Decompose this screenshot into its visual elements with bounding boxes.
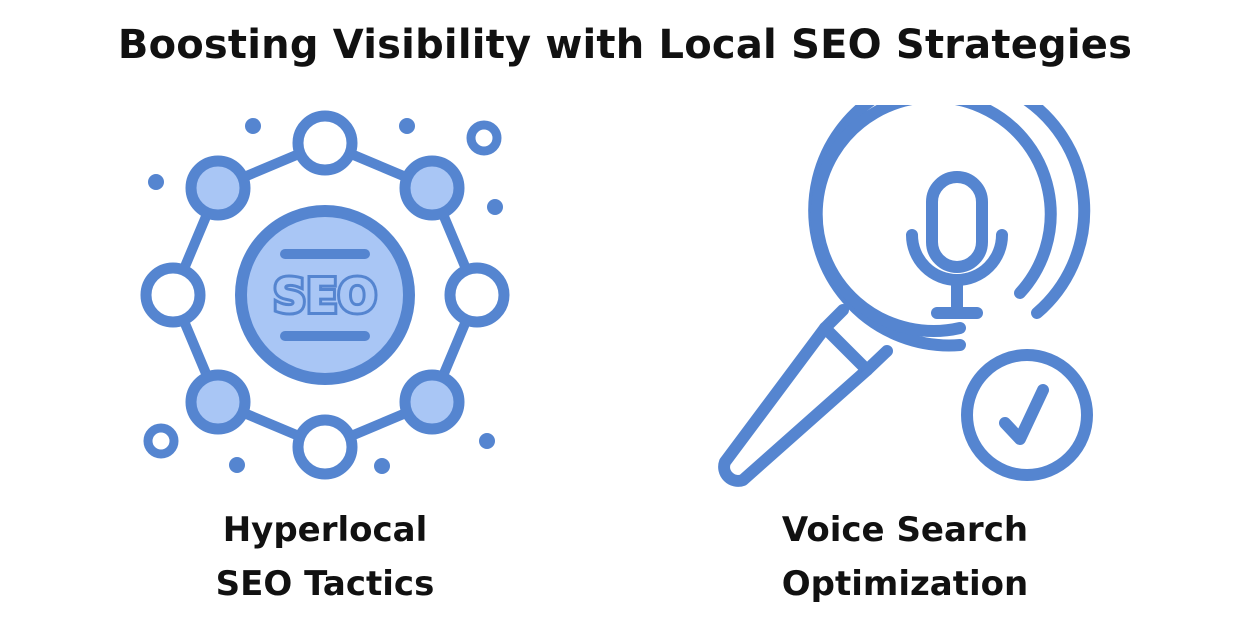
seo-network-icon: SEO <box>140 110 510 480</box>
page-title: Boosting Visibility with Local SEO Strat… <box>117 22 1133 68</box>
caption-line: Hyperlocal <box>222 510 428 550</box>
caption-hyperlocal-seo: Hyperlocal SEO Tactics <box>125 503 525 611</box>
seo-label: SEO <box>273 269 377 323</box>
caption-line: SEO Tactics <box>215 564 435 604</box>
caption-line: Optimization <box>781 564 1029 604</box>
caption-voice-search: Voice Search Optimization <box>705 503 1105 611</box>
voice-search-magnifier-icon <box>718 105 1093 487</box>
caption-line: Voice Search <box>781 510 1029 550</box>
